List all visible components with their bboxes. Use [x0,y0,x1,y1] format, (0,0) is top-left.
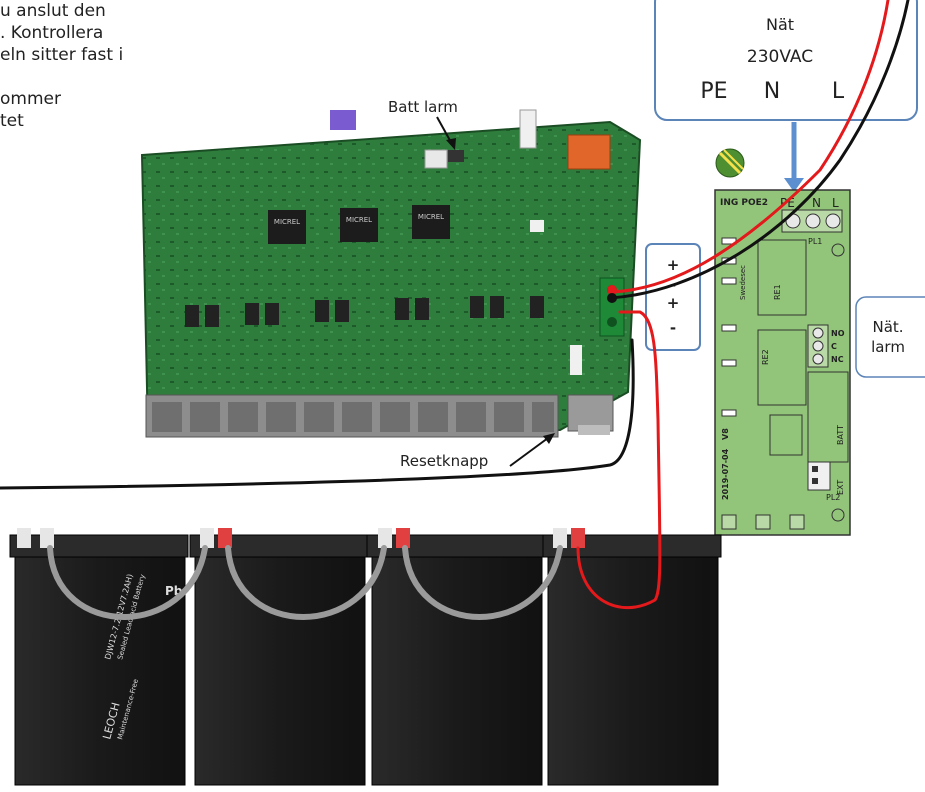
psu-batt: BATT [836,425,845,445]
battery [9,534,189,786]
reset-button-label: Resetknapp [400,452,488,470]
mains-terminal-l: L [832,79,845,104]
grey-link-wire [402,545,563,620]
batt-alarm-label: Batt larm [388,98,458,116]
mains-voltage: 230VAC [747,47,813,67]
battery [542,534,722,786]
intro-text: u anslut den . Kontrollera eln sitter fa… [0,0,175,132]
polarity-sign: - [670,319,676,337]
psu-nc-label: NO [831,329,845,338]
psu-pl2: PL2 [826,493,840,502]
psu-pl1: PL1 [808,237,822,246]
relay [567,134,611,170]
chip [412,205,450,239]
battery [189,534,369,786]
grey-link-wire [225,545,387,620]
intro-line: eln sitter fast i [0,45,124,65]
intro-line: . Kontrollera [0,23,104,43]
psu-date: 2019-07-04 [721,448,730,500]
main-board: MICREL MICREL MICREL [140,109,642,438]
polarity-sign: + [667,294,680,312]
psu-header-l: L [832,196,839,210]
chip [340,208,378,242]
psu-nc-label: NC [831,355,844,364]
chip-label: MICREL [274,218,300,226]
psu-header-left: ING POE2 [720,198,768,208]
red-mains-wire [608,0,890,294]
psu-version: V8 [721,428,730,440]
mains-terminal-n: N [764,79,780,104]
intro-line: u anslut den [0,1,106,21]
chip-label: MICREL [418,213,444,221]
battery [366,534,546,786]
chip [268,210,306,244]
battery-bank: LEOCH DJW12-7.2(12V7.2AH) Sealed Lead-ac… [9,528,722,786]
wires [0,0,910,620]
mains-title: Nät [766,15,794,34]
mains-box [654,0,918,121]
intro-line: ommer [0,89,61,109]
psu-board: ING POE2 PE N L PL1 RE1 RE2 Swedesec NO … [714,148,851,536]
psu-nc-label: C [831,342,837,351]
red-battery-wire [576,310,662,610]
chip-label: MICREL [346,216,372,224]
mains-alarm-box [855,296,925,378]
reset-button-arrow [509,437,549,467]
batt-alarm-connector [448,150,464,162]
psu-header-n: N [812,196,821,210]
psu-brand: Swedesec [739,265,747,300]
polarity-sign: + [667,256,680,274]
psu-re1: RE1 [773,284,782,300]
intro-line: tet [0,111,24,131]
grey-link-wire [47,545,208,620]
mains-terminal-pe: PE [700,79,727,104]
mains-alarm-label: Nät. [872,318,903,336]
black-mains-wire [608,0,910,300]
psu-re2: RE2 [761,349,770,365]
psu-ext: EXT [836,480,845,495]
mains-alarm-label: larm [871,338,905,356]
black-battery-wire [0,338,635,490]
